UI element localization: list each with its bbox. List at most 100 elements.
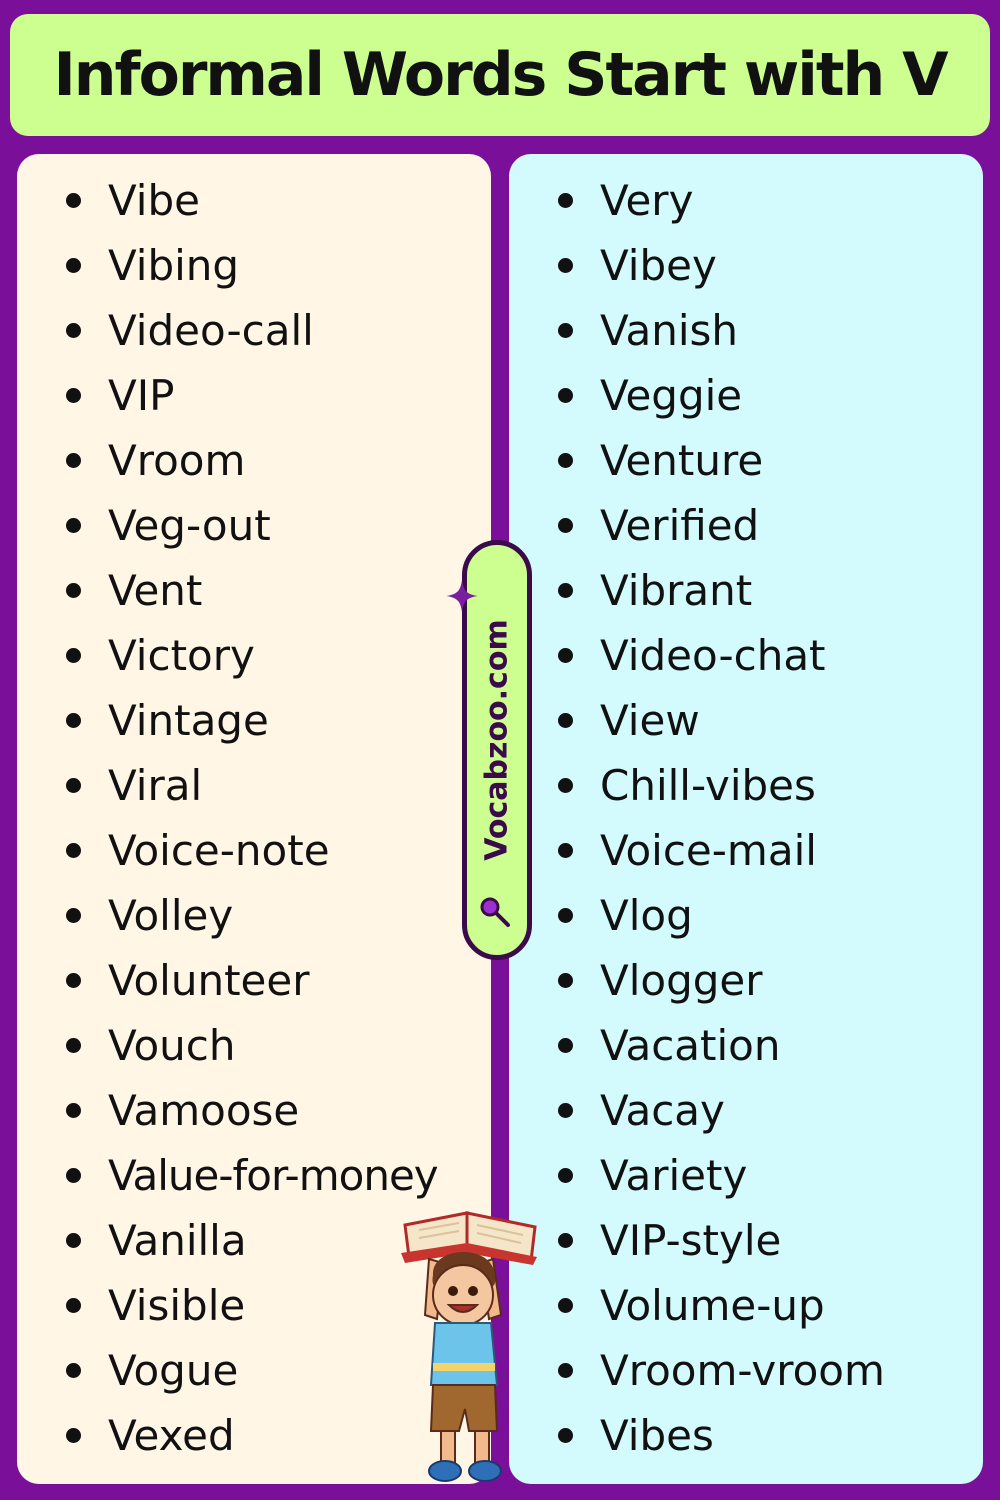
bullet-icon (66, 583, 81, 598)
bullet-icon (66, 648, 81, 663)
list-item: VIP-style (509, 1208, 983, 1273)
word-text: Vent (108, 566, 203, 615)
word-text: Video-chat (600, 631, 826, 680)
bullet-icon (558, 1233, 573, 1248)
bullet-icon (558, 1298, 573, 1313)
list-item: Victory (17, 623, 491, 688)
list-item: Vamoose (17, 1078, 491, 1143)
bullet-icon (558, 1363, 573, 1378)
word-text: Visible (108, 1281, 246, 1330)
word-text: Vlog (600, 891, 693, 940)
list-item: Vlog (509, 883, 983, 948)
word-text: Vibes (600, 1411, 714, 1460)
list-item: Vacation (509, 1013, 983, 1078)
word-text: Vroom (108, 436, 246, 485)
site-badge-text: Vocabzoo.com (479, 619, 515, 861)
word-text: Variety (600, 1151, 748, 1200)
word-text: Vibrant (600, 566, 753, 615)
bullet-icon (558, 713, 573, 728)
list-item: Verified (509, 493, 983, 558)
bullet-icon (66, 1363, 81, 1378)
list-item: Vexed (17, 1403, 491, 1468)
bullet-icon (558, 388, 573, 403)
bullet-icon (66, 973, 81, 988)
word-text: Chill-vibes (600, 761, 816, 810)
bullet-icon (558, 908, 573, 923)
word-text: Volume-up (600, 1281, 825, 1330)
word-text: Verified (600, 501, 760, 550)
bullet-icon (66, 323, 81, 338)
bullet-icon (558, 1103, 573, 1118)
word-text: Video-call (108, 306, 314, 355)
kid-reading-book-illustration (401, 1211, 537, 1482)
word-text: Vibe (108, 176, 200, 225)
bullet-icon (66, 1168, 81, 1183)
list-item: Veggie (509, 363, 983, 428)
bullet-icon (558, 323, 573, 338)
bullet-icon (558, 1428, 573, 1443)
word-text: Value-for-money (108, 1151, 439, 1200)
bullet-icon (66, 713, 81, 728)
list-item: Vanilla (17, 1208, 491, 1273)
word-text: Vamoose (108, 1086, 300, 1135)
list-item: Volunteer (17, 948, 491, 1013)
list-item: Volume-up (509, 1273, 983, 1338)
word-text: Victory (108, 631, 255, 680)
list-item: Variety (509, 1143, 983, 1208)
list-item: Vlogger (509, 948, 983, 1013)
list-item: Vogue (17, 1338, 491, 1403)
list-item: Voice-note (17, 818, 491, 883)
page-title: Informal Words Start with V (53, 40, 948, 110)
list-item: Video-call (17, 298, 491, 363)
word-text: Vacation (600, 1021, 781, 1070)
list-item: VIP (17, 363, 491, 428)
bullet-icon (66, 453, 81, 468)
title-banner: Informal Words Start with V (10, 14, 990, 136)
bullet-icon (66, 193, 81, 208)
bullet-icon (558, 518, 573, 533)
bullet-icon (558, 193, 573, 208)
bullet-icon (66, 1038, 81, 1053)
list-item: Volley (17, 883, 491, 948)
site-badge (462, 540, 532, 960)
word-text: Volley (108, 891, 234, 940)
bullet-icon (66, 1428, 81, 1443)
list-item: Chill-vibes (509, 753, 983, 818)
list-item: Voice-mail (509, 818, 983, 883)
word-text: Vanilla (108, 1216, 247, 1265)
word-text: Venture (600, 436, 764, 485)
list-item: Very (509, 168, 983, 233)
word-text: Vroom-vroom (600, 1346, 885, 1395)
word-text: Voice-mail (600, 826, 817, 875)
bullet-icon (66, 1233, 81, 1248)
list-item: Viral (17, 753, 491, 818)
bullet-icon (66, 518, 81, 533)
list-item: Veg-out (17, 493, 491, 558)
word-text: Volunteer (108, 956, 310, 1005)
bullet-icon (558, 583, 573, 598)
list-item: Vroom (17, 428, 491, 493)
word-text: Vouch (108, 1021, 236, 1070)
list-item: View (509, 688, 983, 753)
list-item: Vibrant (509, 558, 983, 623)
bullet-icon (66, 843, 81, 858)
word-text: Veg-out (108, 501, 271, 550)
bullet-icon (66, 1298, 81, 1313)
bullet-icon (66, 1103, 81, 1118)
word-text: Vibing (108, 241, 240, 290)
list-item: Vent (17, 558, 491, 623)
bullet-icon (558, 648, 573, 663)
word-text: Vacay (600, 1086, 725, 1135)
word-text: Voice-note (108, 826, 330, 875)
list-item: Visible (17, 1273, 491, 1338)
word-text: VIP-style (600, 1216, 782, 1265)
list-item: Vanish (509, 298, 983, 363)
sparkle-icon (446, 580, 478, 612)
word-text: Vlogger (600, 956, 763, 1005)
list-item: Vibing (17, 233, 491, 298)
list-item: Vacay (509, 1078, 983, 1143)
word-text: VIP (108, 371, 175, 420)
word-text: Veggie (600, 371, 743, 420)
